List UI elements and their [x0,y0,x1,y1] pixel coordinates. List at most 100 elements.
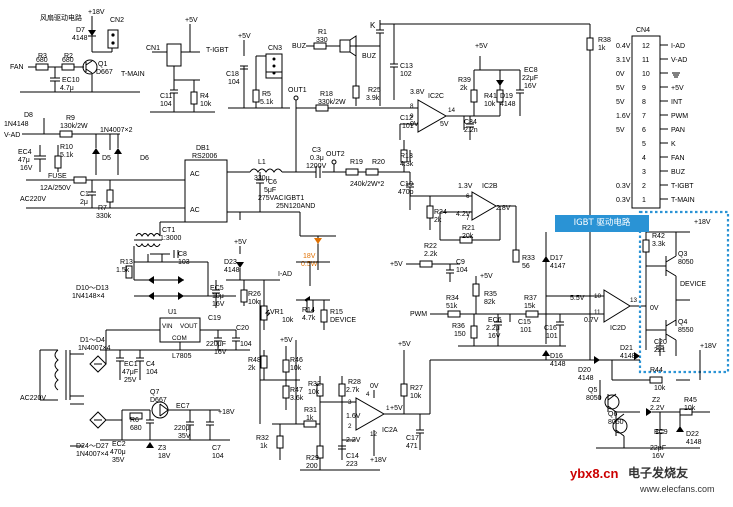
c16-value: 101 [546,333,558,340]
ct1-transformer [135,233,161,247]
pwm-section: PWM R34 51k +5V R35 82k R36 150 EC6 2.2μ… [410,273,646,347]
c19-value: 220μF [206,341,226,348]
igbt1-value: 25N120AND [276,203,315,210]
r21-label: R21 [462,225,475,232]
r22-label: R22 [424,243,437,250]
r28-label: R28 [348,379,361,386]
ec1-voltage: 25V [124,377,137,384]
r24-value: 2k [434,217,442,224]
cn4-pin-voltage: 0.3V [616,197,631,204]
cn4-pin-voltage: 0.4V [616,43,631,50]
cn4-pin-number: 10 [642,71,650,78]
watermark-site: ybx8.cn [570,466,619,481]
r41-value: 10k [484,101,496,108]
ec9-label: EC9 [654,429,668,436]
cn4-pin-voltage: 5V [616,85,625,92]
r45-value: 10k [684,405,696,412]
r45-label: R45 [684,397,697,404]
r47-value: 3.6k [290,395,304,402]
ic2a-pin1: 1 [386,405,390,412]
ec5-voltage: 16V [212,301,225,308]
r26-value: 10k [248,299,260,306]
k-label: K [370,21,376,30]
r26-label: R26 [248,291,261,298]
c3-voltage: 1200V [306,163,327,170]
ec7-voltage: 35V [178,433,191,440]
q4-value: 8550 [678,327,694,334]
ic2b-p5-label: +5V [390,261,403,268]
db1-ac-top: AC [190,171,200,178]
cn4-connector [631,35,661,209]
d17-label: D17 [550,255,563,262]
iad-label: I-AD [278,271,292,278]
ic2d-pin11: 11 [594,309,601,316]
r10-label: R10 [60,144,73,151]
r6-label: R6 [130,417,139,424]
cn4-label: CN4 [636,27,650,34]
c1-label: C1 [80,191,89,198]
cn4-pin-label: K [671,141,676,148]
r32-value: 10k [308,389,320,396]
ic2c-opamp [417,99,448,133]
r18-label: R18 [320,91,333,98]
fan-p18-label: +18V [88,9,105,16]
ic2d-label: IC2D [610,325,626,332]
r31-value: 1k [306,415,314,422]
d7-value: 4148 [72,35,88,42]
cn4-pin-number: 11 [642,57,649,64]
r20-label: R20 [372,159,385,166]
driver-v0-label: 0V [650,305,659,312]
c13-value: 102 [400,71,412,78]
fan-input-label: FAN [10,64,24,71]
d2427-label: D24～D27 [76,443,109,450]
cn4-pin-label: +5V [671,85,684,92]
ic2a-label: IC2A [382,427,398,434]
cn4-pin-number: 9 [642,85,646,92]
c9-label: C9 [456,259,465,266]
q4-label: Q4 [678,319,687,326]
ic2a-v0: 0V [370,383,379,390]
r21-value: 20k [462,233,474,240]
cn4-pin-voltage: 0.3V [616,183,631,190]
db1-bridge [184,159,228,223]
cn4-pin-number: 12 [642,43,650,50]
vr1-value: 10k [282,317,294,324]
r7-label: R7 [98,205,107,212]
c7-label: C7 [212,445,221,452]
cn4-pin-label: T-MAIN [671,197,695,204]
c10-value: 470p [398,189,414,196]
ic2c-pin9: 9 [410,113,414,120]
d20-value: 4148 [578,375,594,382]
ec4-value: 47μ [18,157,30,164]
vr1-label: VR1 [270,309,284,316]
c4-label: C4 [146,361,155,368]
watermark-brand: 电子发烧友 [628,466,689,480]
z3-label: Z3 [158,445,166,452]
cn4-pin-label: T-IGBT [671,183,694,190]
r9-label: R9 [66,115,75,122]
r4-label: R4 [200,93,209,100]
ic2d-pin13: 13 [630,297,638,304]
cn4-pin-voltage: 5V [616,127,625,134]
r48-value: 2k [248,365,256,372]
cn4-pin-voltage: 5V [616,99,625,106]
q5-value: 8050 [586,395,602,402]
device-label: DEVICE [680,281,706,288]
c6-value: 5μF [264,187,276,194]
r6-value: 680 [130,425,142,432]
ec5-value: 10μ [212,293,224,300]
ec7-value: 220μ [174,425,190,432]
q6-label: Q6 [608,411,617,418]
r32b-value: 1k [260,443,268,450]
ic2a-v16: 1.6V [346,413,361,420]
cn2-connector [107,29,119,49]
tmain-label: T-MAIN [121,71,145,78]
ec5-label: EC5 [210,285,224,292]
driver-p18-label: +18V [694,219,711,226]
ec10-label: EC10 [62,77,80,84]
ec9-value: 22μF [650,445,666,452]
ic2a-opamp [355,397,386,431]
u1-value: L7805 [172,353,192,360]
r46-label: R46 [290,357,303,364]
q7-label: Q7 [150,389,159,396]
